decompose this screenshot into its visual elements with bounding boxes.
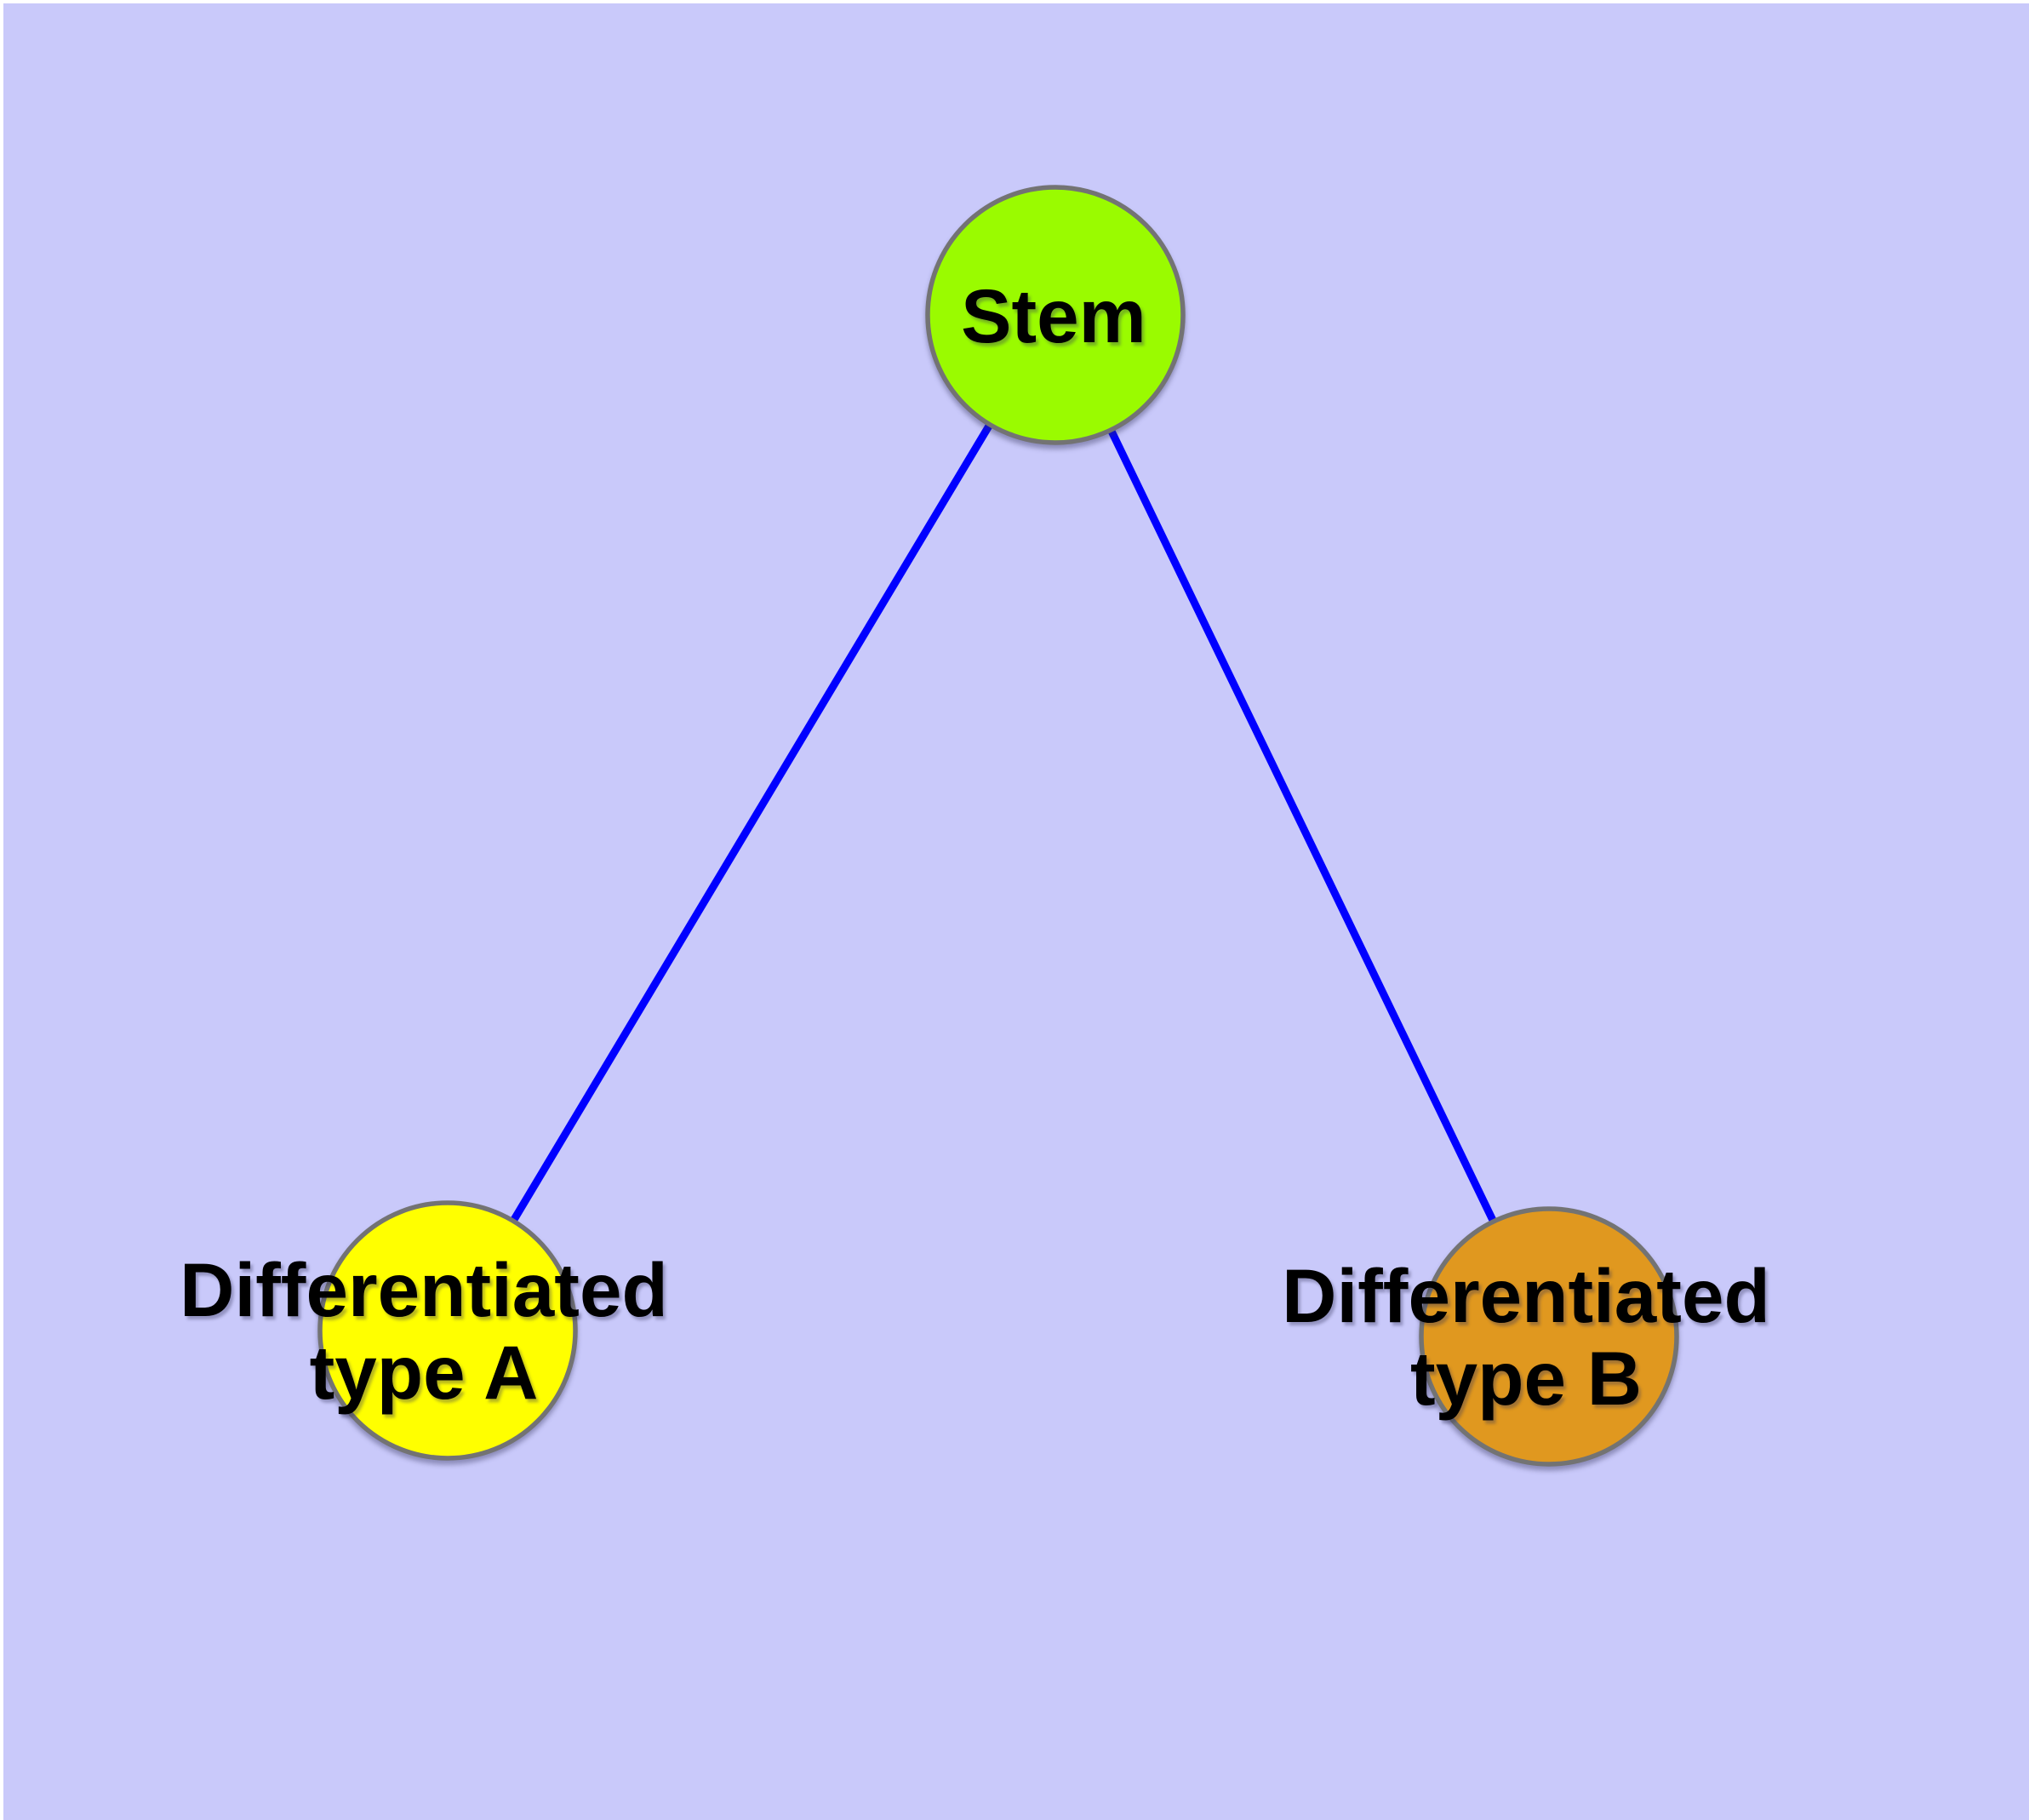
type-a-node-label-line2: type A bbox=[310, 1330, 539, 1415]
edge-stem-to-type-b bbox=[1051, 313, 1553, 1338]
stem-node-circle bbox=[925, 185, 1186, 445]
type-a-node-label-line1: Differentiated bbox=[180, 1247, 668, 1332]
stem-node-label: Stem bbox=[961, 273, 1146, 358]
type-b-node-label-line2: type B bbox=[1410, 1336, 1642, 1421]
edge-stem-to-type-a bbox=[444, 312, 1059, 1333]
type-a-node-circle bbox=[317, 1200, 578, 1461]
type-b-node-circle bbox=[1419, 1206, 1679, 1467]
type-b-node-label-line1: Differentiated bbox=[1282, 1253, 1770, 1338]
